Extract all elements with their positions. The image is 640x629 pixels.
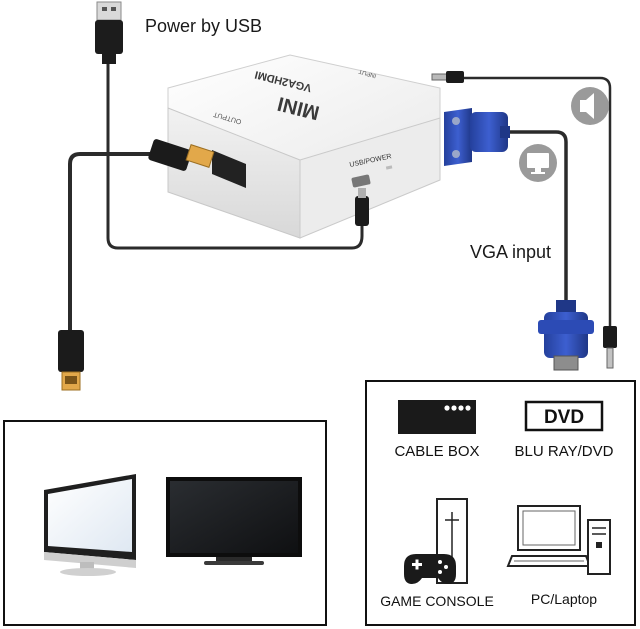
game-console-label: GAME CONSOLE — [380, 593, 494, 609]
pc-laptop-icon — [506, 505, 611, 575]
usb-power-cable — [106, 62, 364, 250]
speaker-icon — [571, 87, 609, 125]
vga-plug-bottom — [538, 300, 594, 371]
hdmi-cable — [68, 152, 168, 338]
computer-monitor — [44, 474, 136, 576]
vga-input-label: VGA input — [470, 242, 552, 262]
vga2hdmi-converter: MINI VGA2HDMI OUTPUT INPUT USB/POWER — [167, 54, 441, 239]
vga-cable — [505, 130, 568, 310]
audio-jack-converter — [431, 71, 464, 83]
dvd-icon — [524, 400, 604, 432]
usb-plug — [95, 1, 123, 64]
cable-box-icon — [398, 400, 476, 434]
converter-input-label: INPUT — [358, 68, 377, 79]
monitor-icon — [519, 144, 557, 182]
hdmi-plug-bottom — [58, 330, 84, 391]
gamepad-icon — [404, 554, 456, 584]
dvd-badge-label: DVD — [544, 407, 584, 428]
cable-box-label: CABLE BOX — [394, 443, 480, 460]
hdmi-plug-converter — [148, 139, 215, 171]
vga-plug-converter — [444, 108, 510, 166]
power-by-usb-label: Power by USB — [145, 16, 263, 36]
audio-cable — [462, 76, 612, 332]
blu-ray-label: BLU RAY/DVD — [514, 443, 614, 460]
micro-usb-plug — [355, 188, 369, 226]
pc-laptop-label: PC/Laptop — [530, 591, 598, 607]
flat-tv — [166, 477, 302, 565]
audio-jack-bottom — [603, 326, 617, 369]
